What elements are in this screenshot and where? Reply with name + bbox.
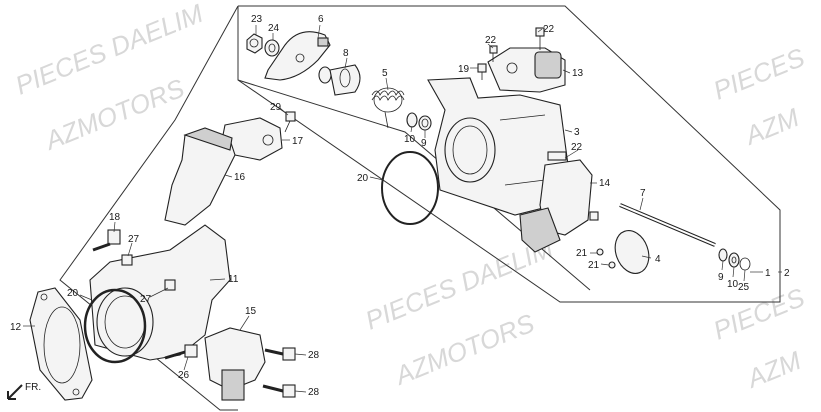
part-washer-10b [728,252,740,268]
part-sensor-13 [487,47,566,93]
part-sensor-14 [519,151,593,253]
watermark: AZMOTORS [39,72,189,156]
callout-3: 3 [574,127,580,138]
callout-28: 28 [308,387,320,398]
part-screw-21b [608,261,616,269]
callout-27: 27 [128,234,140,245]
part-screw-22a [535,27,545,50]
callout-28: 28 [308,350,320,361]
callout-9: 9 [421,138,427,149]
callout-8: 8 [343,48,349,59]
part-bolt-29 [284,111,296,133]
callout-21: 21 [576,248,588,259]
part-lever-6 [264,31,331,81]
watermark: AZMOTORS [389,307,539,391]
callout-12: 12 [10,322,22,333]
part-bolt-28a [264,347,296,361]
direction-label: FR. [25,382,41,393]
part-washer-9b [718,248,728,262]
callout-13: 13 [572,68,584,79]
part-bolt-27a [121,254,133,266]
part-oring-20b [83,288,147,364]
watermark: PIECES [709,42,809,106]
leader-lines [23,24,782,393]
part-shaft-7 [619,203,716,247]
callout-1: 1 [765,268,771,279]
callout-11: 11 [228,274,239,285]
callout-29: 29 [270,102,282,113]
watermark: PIECES [709,282,809,346]
part-plate-4 [614,230,650,274]
callout-16: 16 [234,172,246,183]
callout-26: 26 [178,370,190,381]
part-spring-5 [371,87,405,129]
callout-6: 6 [318,14,324,25]
part-washer-10 [406,112,418,128]
part-screw-22c [589,211,599,221]
callout-22: 22 [571,142,583,153]
callout-9: 9 [718,272,724,283]
part-sensor-15 [204,327,266,401]
callout-22: 22 [543,24,555,35]
callout-7: 7 [640,188,646,199]
part-throttle-body-3 [427,77,569,216]
part-collar-8 [318,64,361,96]
arrow-down-left-icon [7,384,23,400]
callout-24: 24 [268,23,280,34]
callout-19: 19 [458,64,470,75]
callout-5: 5 [382,68,388,79]
part-gasket-12 [29,287,93,401]
callout-14: 14 [599,178,611,189]
callout-25: 25 [738,282,750,293]
callout-23: 23 [251,14,263,25]
part-screw-22b [489,45,498,62]
part-screw-19 [477,63,487,80]
callout-21: 21 [588,260,600,271]
watermark: AZM [741,345,805,394]
part-screw-21a [596,248,604,256]
front-direction-indicator: FR. [7,382,41,400]
part-washer-9 [418,115,432,131]
part-injector-16 [164,127,236,226]
part-bolt-28b [262,384,296,398]
callout-18: 18 [109,212,121,223]
callout-20: 20 [67,288,79,299]
callout-4: 4 [655,254,661,265]
part-clip-25 [739,257,751,271]
callout-20: 20 [357,173,369,184]
callout-2: 2 [784,268,790,279]
callout-27: 27 [140,294,152,305]
callout-labels: 23 24 6 8 5 10 9 22 22 19 13 3 22 14 7 2… [10,14,790,398]
part-nut-23 [246,33,263,54]
callout-17: 17 [292,136,304,147]
watermark: AZM [739,102,803,151]
part-bolt-26 [164,344,198,360]
part-oring-20a [381,151,439,225]
lower-assembly-frame [59,5,239,411]
callout-10: 10 [727,279,739,290]
part-bolt-27b [164,279,176,291]
callout-10: 10 [404,134,416,145]
callout-22: 22 [485,35,497,46]
callout-15: 15 [245,306,257,317]
part-washer-24 [264,39,280,57]
part-bolt-18 [92,229,121,252]
